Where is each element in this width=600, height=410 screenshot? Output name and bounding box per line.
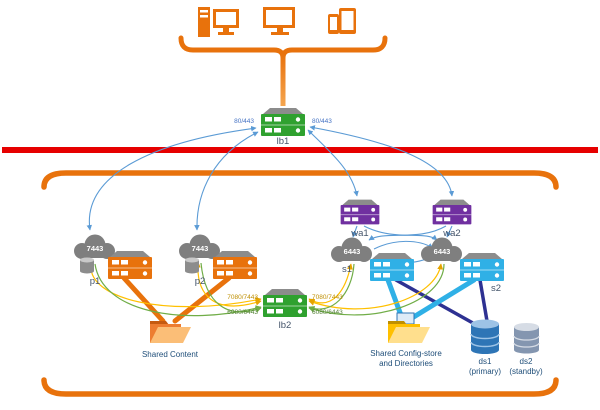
wa2-to-s2-arrow [446,225,453,238]
ds1-label-line1: ds1 [479,357,492,366]
wa2-to-s1-arrow [368,225,447,241]
s2-label: s2 [491,283,501,294]
p1-datastore-icon [80,257,94,274]
p2-label: p2 [195,276,206,287]
s1-port-label: 6443 [344,247,361,256]
lb2-traffic-arrows [87,261,445,317]
p1-port-label: 7443 [87,244,104,253]
p2-server-icon [212,250,258,280]
s1-node: 6443 s1 [331,237,415,282]
p2-port-label: 7443 [192,244,209,253]
datacenter-boundary-bottom [41,377,559,397]
desktop-computer-icon [198,7,239,37]
lb1-to-wa2-arrow [309,125,455,197]
lb1-to-p2-arrow [194,131,259,231]
shared-content-node: Shared Content [142,321,199,359]
s2-node: 6443 s2 [421,237,505,294]
s1-to-lb2-green-arrow [308,263,355,312]
lb2-port-top-right-label: 7080/7443 [312,294,343,301]
p1-node: 7443 p1 [74,234,153,287]
config-store-label-line2: and Directories [379,359,433,368]
p2-node: 7443 p2 [179,234,258,287]
ds2-node: ds2 (standby) [509,323,543,376]
ds2-label-line1: ds2 [520,357,533,366]
lb1-to-wa1-arrow [307,129,359,197]
s1-server-icon [369,252,415,282]
s2-to-lb2-green-arrow [308,263,445,316]
firewall-line [2,147,598,153]
config-store-label-line1: Shared Config-store [370,349,442,358]
s2-port-label: 6443 [434,247,451,256]
wa1-label: wa1 [350,228,368,239]
lb1-to-p1-arrow [86,125,257,231]
wa2-label: wa2 [442,228,460,239]
client-devices [198,7,356,37]
ds1-node: ds1 (primary) [469,319,501,376]
lb1-label: lb1 [277,136,290,147]
lb2-load-balancer-icon [262,288,308,318]
lb1-load-balancer-icon [260,107,306,137]
wa1-web-adaptor-icon [340,199,380,225]
lb1-port-right-label: 80/443 [312,118,332,125]
wa1-node: wa1 [340,199,380,239]
lb2-port-bottom-left-label: 6080/6443 [227,309,258,316]
ds2-database-icon [513,323,540,354]
p2-to-lb2-green-arrow [200,262,262,313]
ds1-database-icon [470,319,500,354]
lb2-node: lb2 7080/7443 7080/7443 6080/6443 6080/6… [227,288,343,331]
wa2-node: wa2 [432,199,472,239]
wa2-web-adaptor-icon [432,199,472,225]
lb1-port-left-label: 80/443 [234,118,254,125]
s2-to-ds1-line [478,278,489,323]
ds2-label-line2: (standby) [509,367,543,376]
p1-server-icon [107,250,153,280]
clients-to-lb1-connector [280,54,286,106]
p1-to-lb2-green-arrow [94,263,262,317]
monitor-icon [263,7,295,35]
s2-server-icon [459,252,505,282]
mobile-devices-icon [328,8,356,34]
wa1-to-s1-arrow [352,225,358,238]
lb2-port-top-left-label: 7080/7443 [227,294,258,301]
clients-brace [178,35,388,106]
p1-label: p1 [90,276,101,287]
config-store-node: Shared Config-store and Directories [370,312,442,368]
lb2-port-bottom-right-label: 6080/6443 [312,309,343,316]
lb1-traffic-arrows [86,125,455,264]
ds1-label-line2: (primary) [469,367,501,376]
s1-to-config-store-line [385,277,405,321]
s2-to-config-store-line [409,277,477,321]
lb2-label: lb2 [279,320,292,331]
shared-content-label: Shared Content [142,350,199,359]
p2-datastore-icon [185,257,199,274]
datacenter-boundary-top [41,170,559,190]
s1-label: s1 [342,264,352,275]
